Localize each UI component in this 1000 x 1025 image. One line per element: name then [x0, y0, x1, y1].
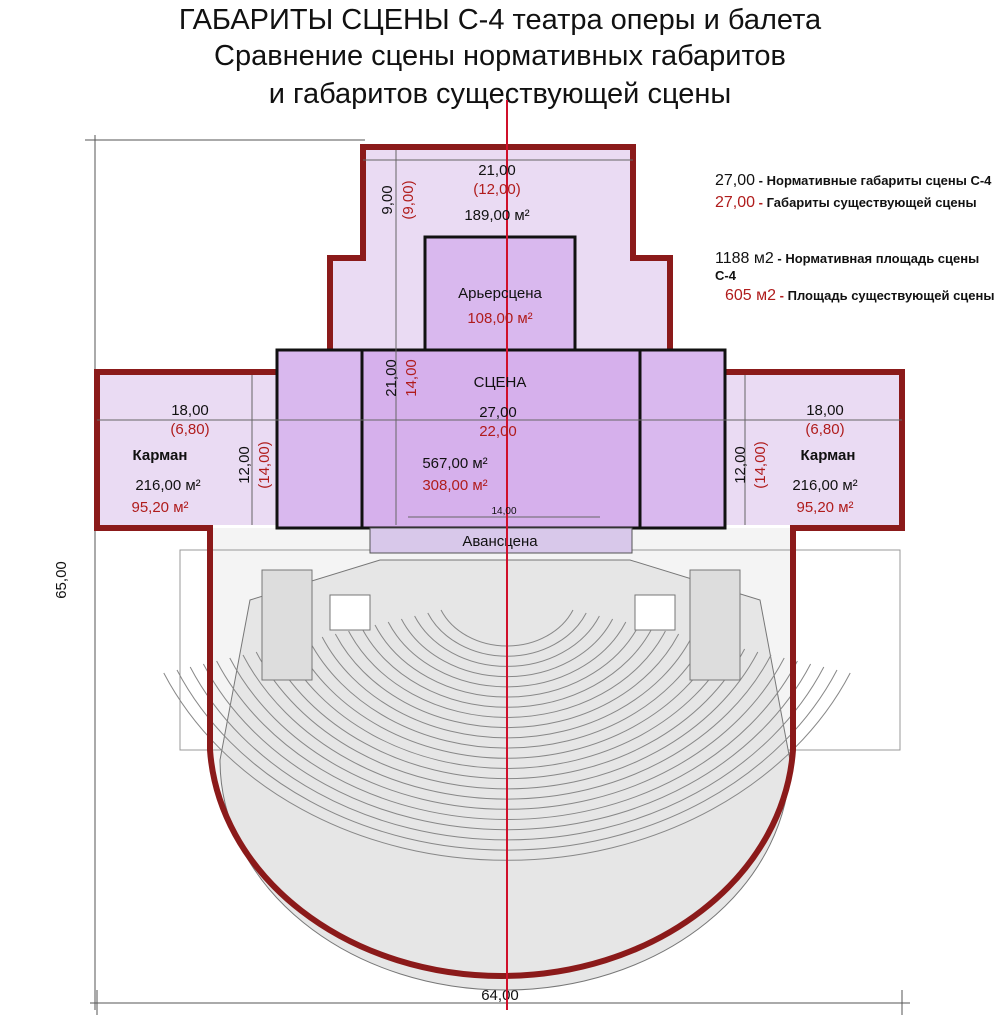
legend-item: 27,00 - Габариты существующей сцены: [715, 194, 977, 211]
legend-item: 27,00 - Нормативные габариты сцены С-4: [715, 172, 992, 189]
left-pocket-width-existing: (6,80): [170, 421, 209, 438]
right-pocket-width: 18,00: [806, 402, 844, 419]
stage-inner-box: [360, 348, 642, 530]
title-line-3: и габаритов существующей сцены: [268, 78, 732, 110]
right-pocket-width-existing: (6,80): [805, 421, 844, 438]
stage-dim-lines: [97, 150, 902, 525]
arriere-label: Арьерсцена: [458, 285, 542, 302]
right-pocket-depth-existing: (14,00): [752, 441, 769, 489]
rear-width: 21,00: [478, 162, 516, 179]
left-pocket-label: Карман: [133, 447, 188, 464]
rear-depth-existing: (9,00): [400, 180, 417, 219]
existing-stage-outline: [94, 144, 905, 979]
arriere-scene-box: [423, 235, 577, 352]
dimension-lines: [85, 135, 910, 1015]
stage-depth: 21,00: [383, 359, 400, 397]
rear-area: 189,00 м²: [464, 207, 529, 224]
total-height-label: 65,00: [53, 561, 70, 599]
legend: 27,00 - Нормативные габариты сцены С-4 2…: [715, 172, 1000, 305]
total-width-label: 64,00: [481, 987, 519, 1004]
right-pocket-label: Карман: [801, 447, 856, 464]
proscenium: [369, 527, 633, 554]
title-line-2: Сравнение сцены нормативных габаритов: [214, 40, 786, 72]
stage-width-existing: 22,00: [479, 423, 517, 440]
legend-item: 605 м2 - Площадь существующей сцены: [725, 287, 995, 304]
stage-depth-existing: 14,00: [403, 359, 420, 397]
stage-width: 27,00: [479, 404, 517, 421]
left-pocket-depth-existing: (14,00): [256, 441, 273, 489]
portal-width: 14,00: [491, 506, 516, 517]
right-pocket-depth: 12,00: [732, 446, 749, 484]
stage-area: 567,00 м²: [422, 455, 487, 472]
rear-width-existing: (12,00): [473, 181, 521, 198]
left-pocket-depth: 12,00: [236, 446, 253, 484]
proscenium-label: Авансцена: [462, 533, 538, 550]
legend-item: 1188 м2 - Нормативная площадь сцены С-4: [715, 250, 980, 283]
left-pocket-area-existing: 95,20 м²: [131, 499, 188, 516]
left-pocket-area: 216,00 м²: [135, 477, 200, 494]
stage-label: СЦЕНА: [474, 374, 527, 391]
right-pocket-area: 216,00 м²: [792, 477, 857, 494]
arriere-area-existing: 108,00 м²: [467, 310, 532, 327]
stage-area-existing: 308,00 м²: [422, 477, 487, 494]
rear-depth: 9,00: [379, 185, 396, 214]
title-line-1: ГАБАРИТЫ СЦЕНЫ С-4 театра оперы и балета: [178, 4, 822, 36]
left-pocket-width: 18,00: [171, 402, 209, 419]
right-pocket-area-existing: 95,20 м²: [796, 499, 853, 516]
